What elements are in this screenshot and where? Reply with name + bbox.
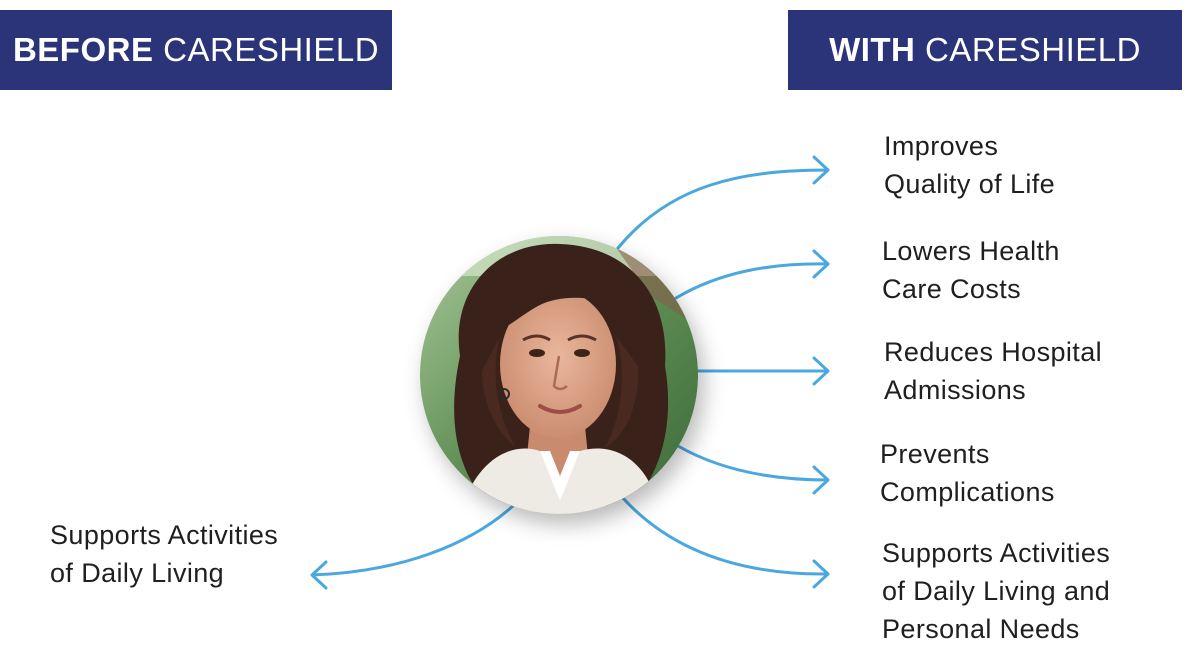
label-line: Personal Needs bbox=[882, 614, 1080, 644]
label-line: Care Costs bbox=[882, 274, 1022, 304]
label-line: Admissions bbox=[884, 375, 1027, 405]
banner-with-light: CARESHIELD bbox=[925, 31, 1141, 68]
label-line: Prevents bbox=[880, 439, 990, 469]
with-benefit-daily-living-personal-needs: Supports Activities of Daily Living and … bbox=[882, 534, 1110, 648]
arrow-quality-of-life bbox=[616, 155, 830, 250]
arrow-daily-living-before bbox=[310, 503, 516, 590]
arrow-health-care-costs bbox=[674, 249, 830, 300]
label-line: Complications bbox=[880, 477, 1055, 507]
woman-portrait-photo bbox=[420, 236, 698, 514]
arrow-complications bbox=[676, 444, 830, 495]
with-benefit-health-care-costs: Lowers Health Care Costs bbox=[882, 232, 1060, 308]
before-careshield-banner: BEFORE CARESHIELD bbox=[0, 10, 392, 90]
with-benefit-quality-of-life: Improves Quality of Life bbox=[884, 127, 1055, 203]
label-line: Reduces Hospital bbox=[884, 337, 1103, 367]
label-line: of Daily Living bbox=[50, 558, 225, 588]
label-line: Improves bbox=[884, 131, 999, 161]
label-line: Lowers Health bbox=[882, 236, 1060, 266]
label-line: Supports Activities bbox=[882, 538, 1111, 568]
label-line: Quality of Life bbox=[884, 169, 1056, 199]
banner-with-strong: WITH bbox=[829, 31, 916, 68]
before-benefit-daily-living: Supports Activities of Daily Living bbox=[50, 516, 278, 592]
with-benefit-complications: Prevents Complications bbox=[880, 435, 1055, 511]
banner-before-light: CARESHIELD bbox=[163, 31, 380, 68]
arrow-hospital-admissions bbox=[696, 356, 830, 386]
label-line: of Daily Living and bbox=[882, 576, 1111, 606]
banner-before-strong: BEFORE bbox=[12, 31, 154, 68]
label-line: Supports Activities bbox=[50, 520, 279, 550]
with-careshield-banner: WITH CARESHIELD bbox=[788, 10, 1182, 90]
with-benefit-hospital-admissions: Reduces Hospital Admissions bbox=[884, 333, 1102, 409]
arrow-daily-living-personal-needs bbox=[620, 495, 830, 589]
